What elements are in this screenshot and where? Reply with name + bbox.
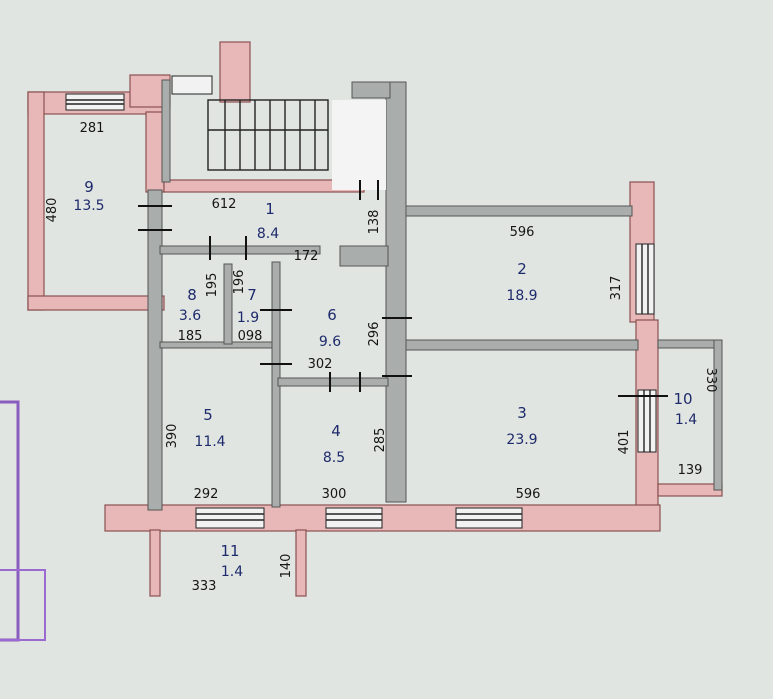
room-8-number: 8: [187, 286, 197, 304]
room-3-area: 23.9: [506, 432, 537, 448]
room-5-area: 11.4: [194, 434, 225, 450]
dim-317: 317: [609, 276, 624, 301]
dim-285: 285: [373, 428, 388, 453]
room-1-area: 8.4: [257, 226, 279, 242]
door-marks: [138, 180, 668, 397]
dim-140: 140: [279, 554, 294, 579]
dim-596-bottom: 596: [516, 487, 541, 502]
left-edge-marks: [0, 400, 46, 642]
dim-185: 185: [178, 329, 203, 344]
dim-401: 401: [617, 430, 632, 455]
room-6-area: 9.6: [319, 334, 341, 350]
dim-292: 292: [194, 487, 219, 502]
dim-098: 098: [238, 329, 263, 344]
room-7-area: 1.9: [237, 310, 259, 326]
dim-172: 172: [294, 249, 319, 264]
room-2-number: 2: [517, 260, 527, 278]
dim-195: 195: [205, 273, 220, 298]
room-2-area: 18.9: [506, 288, 537, 304]
staircase: [207, 99, 386, 190]
dim-302: 302: [308, 357, 333, 372]
room-1-number: 1: [265, 200, 275, 218]
dim-300: 300: [322, 487, 347, 502]
room-4-area: 8.5: [323, 450, 345, 466]
room-3-number: 3: [517, 404, 527, 422]
room-5-number: 5: [203, 406, 213, 424]
room-9-number: 9: [84, 178, 94, 196]
room-10-area: 1.4: [675, 412, 697, 428]
dim-281: 281: [80, 121, 105, 136]
dim-612: 612: [212, 197, 237, 212]
dim-333: 333: [192, 579, 217, 594]
dimension-labels: 281 480 612 138 172 596 317 195 196 185 …: [45, 121, 718, 594]
room-7-number: 7: [247, 286, 257, 304]
room-4-number: 4: [331, 422, 341, 440]
room-11-number: 11: [220, 542, 239, 560]
room-9-area: 13.5: [73, 198, 104, 214]
room-8-area: 3.6: [179, 308, 201, 324]
dim-196: 196: [232, 270, 247, 295]
room-6-number: 6: [327, 306, 337, 324]
dim-296: 296: [367, 322, 382, 347]
dim-330: 330: [703, 368, 718, 393]
dim-139: 139: [678, 463, 703, 478]
dim-390: 390: [165, 424, 180, 449]
room-labels: 9 13.5 1 8.4 2 18.9 8 3.6 7 1.9 6 9.6 5 …: [73, 178, 697, 580]
dim-480: 480: [45, 198, 60, 223]
dim-138: 138: [367, 210, 382, 235]
dim-596-top: 596: [510, 225, 535, 240]
windows: [65, 75, 657, 529]
interior-walls: [147, 79, 723, 511]
room-11-area: 1.4: [221, 564, 243, 580]
room-10-number: 10: [673, 390, 692, 408]
